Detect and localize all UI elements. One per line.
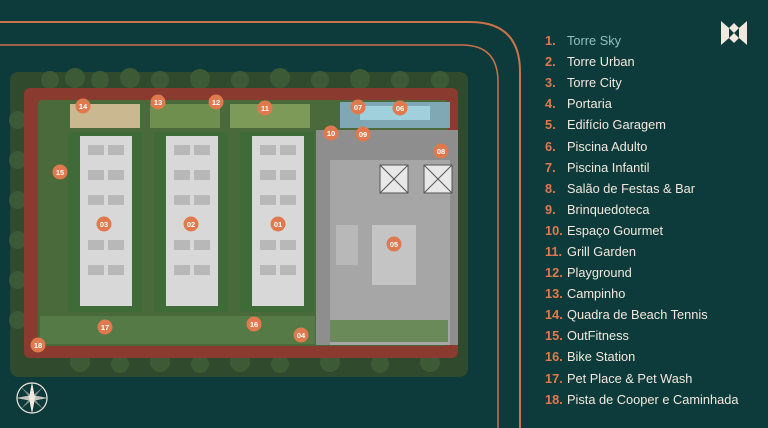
legend: 1. Torre Sky 2. Torre Urban 3. Torre City 4…	[545, 30, 760, 410]
marker-02[interactable]: 02	[183, 216, 199, 232]
legend-label: Piscina Infantil	[567, 159, 650, 175]
marker-16[interactable]: 16	[246, 316, 262, 332]
legend-item-torre-city[interactable]: 3. Torre City	[545, 72, 760, 93]
legend-num: 3.	[545, 75, 556, 91]
marker-04-label: 04	[297, 331, 306, 340]
marker-07-label: 07	[354, 103, 362, 112]
legend-label: Portaria	[567, 96, 612, 112]
marker-09-label: 09	[359, 130, 367, 139]
legend-item-piscina-adulto[interactable]: 6. Piscina Adulto	[545, 135, 760, 156]
marker-04[interactable]: 04	[293, 327, 309, 343]
marker-14[interactable]: 14	[75, 98, 91, 114]
legend-label: Bike Station	[567, 349, 636, 365]
marker-16-label: 16	[250, 320, 258, 329]
marker-12[interactable]: 12	[208, 94, 224, 110]
legend-item-espaco-gourmet[interactable]: 10.Espaço Gourmet	[545, 220, 760, 241]
marker-01[interactable]: 01	[270, 216, 286, 232]
marker-18-label: 18	[34, 341, 42, 350]
legend-num: 10.	[545, 222, 563, 238]
legend-label: Grill Garden	[567, 243, 636, 259]
map-markers: 01 02 03 04 05 06 07 08 09 10 11 12 13 1…	[30, 94, 449, 353]
legend-num: 12.	[545, 265, 563, 281]
marker-17[interactable]: 17	[97, 319, 113, 335]
legend-label: Pet Place & Pet Wash	[567, 370, 693, 386]
legend-num: 15.	[545, 328, 563, 344]
marker-13[interactable]: 13	[150, 94, 166, 110]
legend-num: 13.	[545, 286, 563, 302]
marker-08[interactable]: 08	[433, 143, 449, 159]
legend-label: Brinquedoteca	[567, 201, 650, 217]
legend-num: 9.	[545, 201, 556, 217]
marker-13-label: 13	[154, 98, 162, 107]
marker-15[interactable]: 15	[52, 164, 68, 180]
marker-08-label: 08	[437, 147, 445, 156]
legend-item-bike-station[interactable]: 16.Bike Station	[545, 346, 760, 367]
legend-num: 7.	[545, 159, 556, 175]
legend-num: 8.	[545, 180, 556, 196]
marker-15-label: 15	[56, 168, 64, 177]
legend-num: 4.	[545, 96, 556, 112]
marker-18[interactable]: 18	[30, 337, 46, 353]
marker-07[interactable]: 07	[350, 99, 366, 115]
legend-item-playground[interactable]: 12.Playground	[545, 262, 760, 283]
marker-01-label: 01	[274, 220, 282, 229]
marker-14-label: 14	[79, 102, 88, 111]
marker-03[interactable]: 03	[96, 216, 112, 232]
legend-num: 6.	[545, 138, 556, 154]
marker-06-label: 06	[396, 104, 404, 113]
legend-item-pet-place[interactable]: 17.Pet Place & Pet Wash	[545, 368, 760, 389]
legend-num: 18.	[545, 391, 563, 407]
marker-10[interactable]: 10	[323, 125, 339, 141]
legend-item-outfitness[interactable]: 15.OutFitness	[545, 325, 760, 346]
legend-label: Torre Urban	[567, 54, 635, 70]
compass-rose-icon	[16, 382, 48, 414]
marker-10-label: 10	[327, 129, 335, 138]
legend-label: Edifício Garagem	[567, 117, 666, 133]
legend-num: 14.	[545, 307, 563, 323]
legend-label: Quadra de Beach Tennis	[567, 307, 708, 323]
legend-label: Piscina Adulto	[567, 138, 648, 154]
legend-label: Salão de Festas & Bar	[567, 180, 696, 196]
legend-item-edificio-garagem[interactable]: 5. Edifício Garagem	[545, 114, 760, 135]
legend-num: 2.	[545, 54, 556, 70]
legend-label: Torre City	[567, 75, 622, 91]
legend-label: Playground	[567, 265, 632, 281]
legend-item-torre-sky[interactable]: 1. Torre Sky	[545, 30, 760, 51]
legend-label: OutFitness	[567, 328, 629, 344]
marker-03-label: 03	[100, 220, 108, 229]
marker-11[interactable]: 11	[257, 100, 273, 116]
legend-item-salao-de-festas[interactable]: 8. Salão de Festas & Bar	[545, 178, 760, 199]
marker-05-label: 05	[390, 240, 398, 249]
marker-12-label: 12	[212, 98, 220, 107]
legend-num: 17.	[545, 370, 563, 386]
legend-item-portaria[interactable]: 4. Portaria	[545, 93, 760, 114]
legend-item-grill-garden[interactable]: 11.Grill Garden	[545, 241, 760, 262]
legend-item-pista-de-cooper[interactable]: 18.Pista de Cooper e Caminhada	[545, 389, 760, 410]
legend-label: Campinho	[567, 286, 626, 302]
legend-num: 11.	[545, 243, 563, 259]
legend-num: 16.	[545, 349, 563, 365]
legend-item-brinquedoteca[interactable]: 9. Brinquedoteca	[545, 199, 760, 220]
legend-item-torre-urban[interactable]: 2. Torre Urban	[545, 51, 760, 72]
legend-label: Torre Sky	[567, 33, 622, 49]
legend-label: Pista de Cooper e Caminhada	[567, 391, 739, 407]
legend-label: Espaço Gourmet	[567, 222, 664, 238]
marker-06[interactable]: 06	[392, 100, 408, 116]
marker-17-label: 17	[101, 323, 109, 332]
marker-02-label: 02	[187, 220, 195, 229]
legend-item-campinho[interactable]: 13.Campinho	[545, 283, 760, 304]
legend-num: 5.	[545, 117, 556, 133]
marker-09[interactable]: 09	[355, 126, 371, 142]
site-plan	[9, 68, 468, 377]
marker-11-label: 11	[261, 104, 269, 113]
legend-item-piscina-infantil[interactable]: 7. Piscina Infantil	[545, 157, 760, 178]
marker-05[interactable]: 05	[386, 236, 402, 252]
legend-item-quadra-beach-tennis[interactable]: 14.Quadra de Beach Tennis	[545, 304, 760, 325]
legend-num: 1.	[545, 33, 556, 49]
brand-logo-icon	[721, 21, 747, 45]
